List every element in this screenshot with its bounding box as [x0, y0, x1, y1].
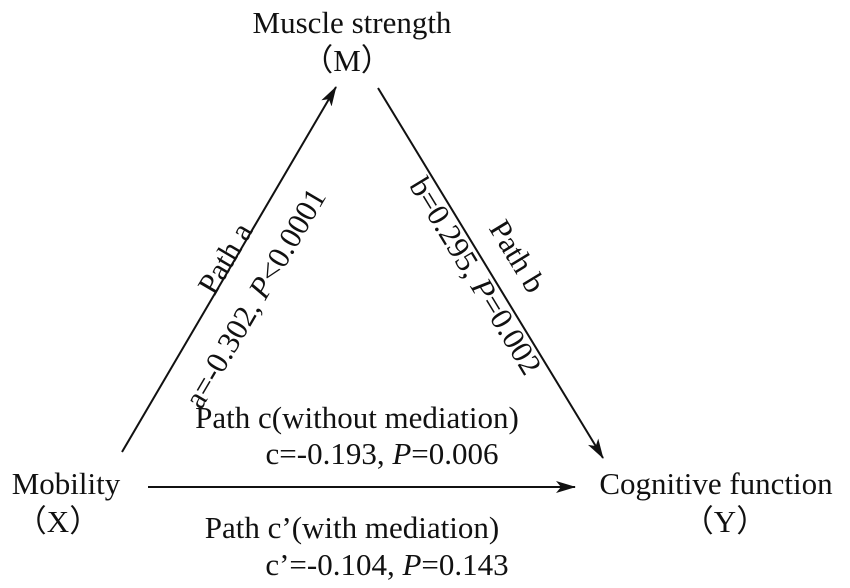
- mobility-node-name: Mobility: [11, 466, 121, 501]
- cognitive-function-node-symbol: （Y）: [682, 504, 768, 539]
- cognitive-function-node-name: Cognitive function: [599, 466, 833, 501]
- path-a-arrow: [121, 86, 337, 453]
- path-c-p-value: =0.006: [411, 436, 499, 471]
- path-c-statistic: c=-0.193, P=0.006: [266, 438, 499, 469]
- path-c-prime-p-value: =0.143: [421, 547, 509, 582]
- muscle-strength-node-name: Muscle strength: [252, 5, 452, 40]
- path-b-arrow: [377, 87, 604, 459]
- path-c-prime-label: Path c’(with mediation): [204, 510, 500, 545]
- mobility-node-symbol: （X）: [15, 504, 101, 539]
- muscle-strength-node-symbol: （M）: [302, 43, 392, 78]
- path-c-p-symbol: P: [392, 436, 412, 471]
- path-c-label: Path c(without mediation): [195, 400, 519, 435]
- path-c-prime-statistic: c’=-0.104, P=0.143: [265, 549, 508, 580]
- path-c-prime-coefficient: c’=-0.104,: [265, 547, 395, 582]
- path-c-coefficient: c=-0.193,: [265, 436, 385, 471]
- path-c-prime-p-symbol: P: [402, 547, 422, 582]
